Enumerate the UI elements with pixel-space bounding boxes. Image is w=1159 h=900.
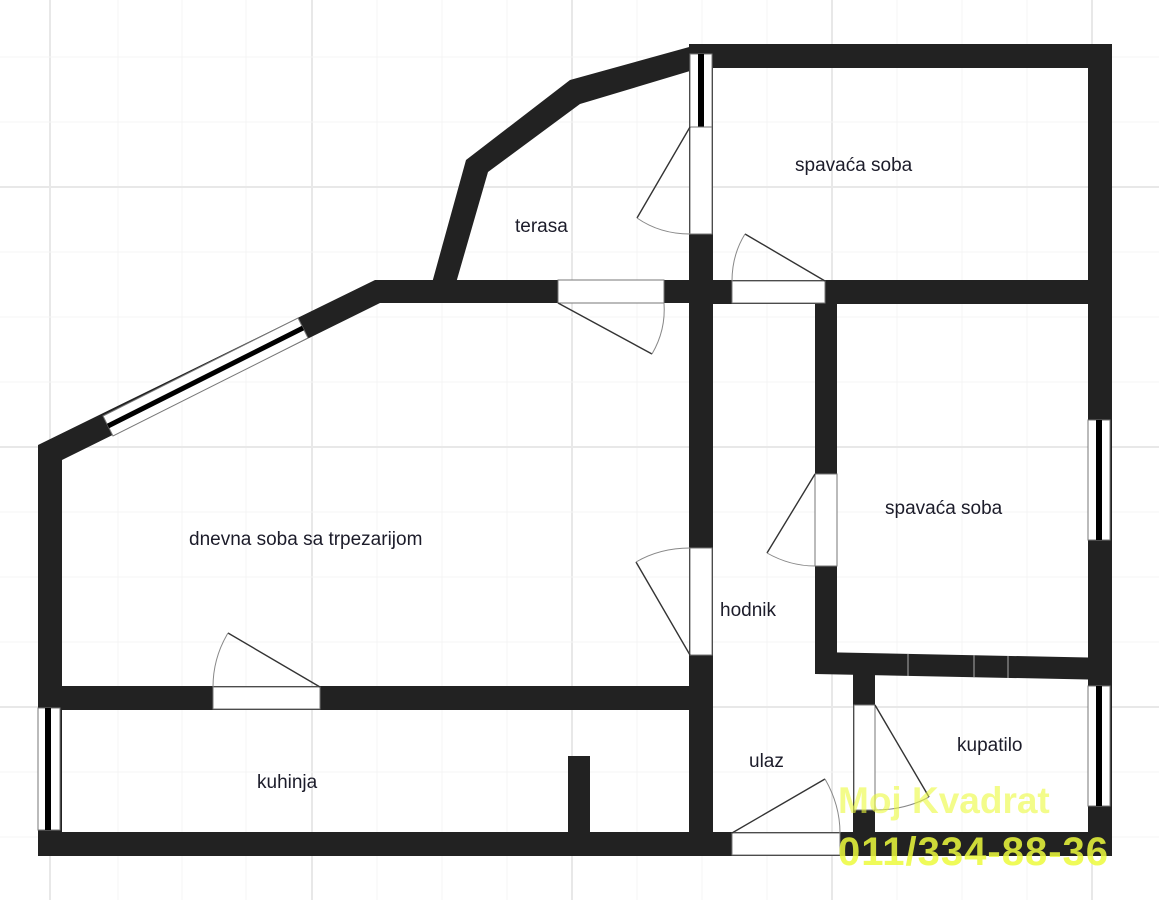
door-entrance	[731, 778, 841, 856]
room-label-kupatilo: kupatilo	[957, 735, 1023, 756]
window-terrace	[689, 53, 713, 129]
door-hallway-bedroom-1	[731, 233, 826, 304]
door-hallway-living	[635, 547, 713, 656]
door-terrace-bedroom	[636, 126, 713, 235]
room-label-ulaz: ulaz	[749, 751, 784, 772]
room-label-spavaca-soba-2: spavaća soba	[885, 498, 1003, 519]
door-bathroom	[853, 704, 930, 811]
windows	[37, 53, 1111, 831]
room-label-hodnik: hodnik	[720, 600, 776, 621]
watermark-brand: Moj Kvadrat	[838, 780, 1050, 821]
watermark-phone: 011/334-88-36	[838, 830, 1110, 874]
walls	[38, 44, 1112, 856]
room-label-dnevna-soba: dnevna soba sa trpezarijom	[189, 529, 422, 550]
room-label-terasa: terasa	[515, 216, 568, 237]
door-hallway-bedroom-2	[766, 473, 838, 567]
room-label-spavaca-soba-1: spavaća soba	[795, 155, 913, 176]
room-label-kuhinja: kuhinja	[257, 772, 318, 793]
window-bedroom-2	[1087, 419, 1111, 541]
window-kitchen	[37, 707, 61, 831]
door-living-kitchen	[212, 632, 321, 710]
window-bathroom	[1087, 685, 1111, 807]
doors	[212, 126, 930, 856]
door-living-terrace	[557, 279, 665, 355]
window-living-room	[102, 317, 309, 437]
room-labels: terasa spavaća soba spavaća soba dnevna …	[189, 155, 1023, 793]
